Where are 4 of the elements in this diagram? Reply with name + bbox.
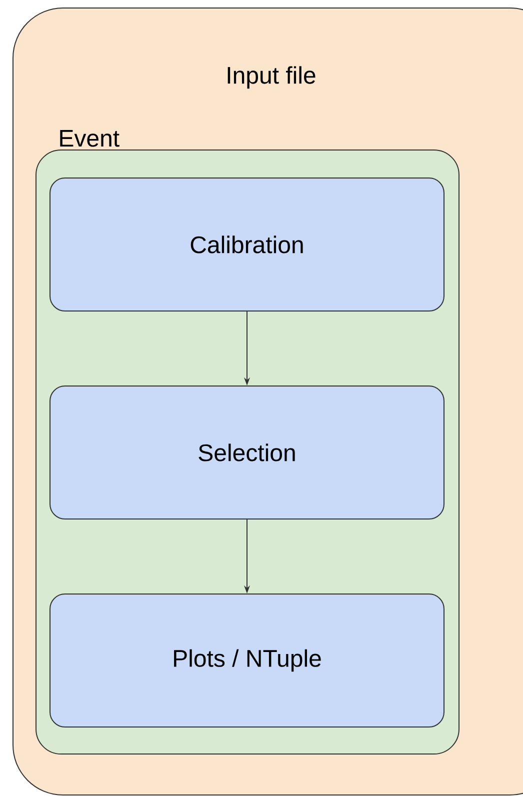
process-box: Plots / NTuple xyxy=(50,594,444,728)
node-label: Event xyxy=(60,130,120,147)
process-box: Calibration xyxy=(50,178,444,312)
process-box: Selection xyxy=(50,386,444,520)
